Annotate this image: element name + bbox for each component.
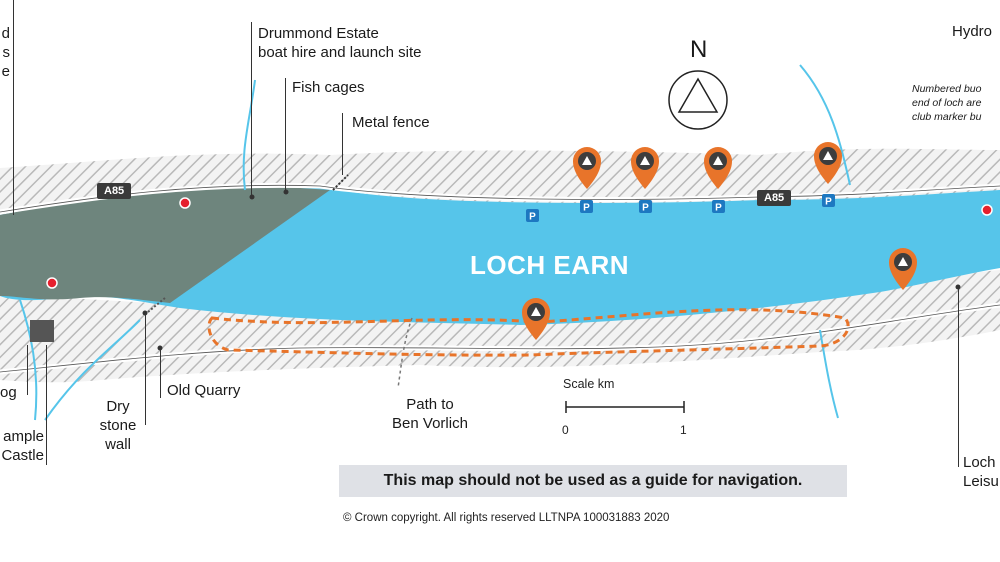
leader-line xyxy=(27,345,28,395)
buoy-icon xyxy=(179,197,191,209)
stream xyxy=(242,79,256,191)
scale-end: 1 xyxy=(680,423,687,437)
drummond-estate-label: Drummond Estate boat hire and launch sit… xyxy=(258,25,422,61)
scale-bar xyxy=(565,401,685,413)
parking-label: P xyxy=(583,203,590,214)
leader-line xyxy=(160,348,161,398)
loch-leisure-label: Loch Leisu xyxy=(963,454,999,490)
south-shore-hatch xyxy=(0,270,1000,383)
leader-line xyxy=(342,113,343,175)
compass-arrow-icon xyxy=(677,77,719,113)
metal-fence-label: Metal fence xyxy=(352,114,430,131)
old-quarry-label: Old Quarry xyxy=(167,382,241,399)
parking-label: P xyxy=(529,212,536,223)
hydro-label: Hydro xyxy=(952,23,993,40)
fish-cages-label: Fish cages xyxy=(292,79,365,96)
path-ben-vorlich-label: Path to Ben Vorlich xyxy=(392,396,468,432)
road-tag-a85: A85 xyxy=(757,190,792,206)
campsite-icon xyxy=(704,147,732,189)
campsite-icon xyxy=(889,248,917,290)
parking-markers: P P P P P xyxy=(526,194,835,223)
parking-icon xyxy=(639,200,652,213)
parking-icon xyxy=(712,200,725,213)
footpath-loop xyxy=(207,308,850,357)
stream xyxy=(44,319,141,421)
parking-icon xyxy=(526,209,539,222)
parking-label: P xyxy=(715,203,722,214)
parking-label: P xyxy=(642,203,649,214)
leader-line xyxy=(251,22,252,197)
leader-line xyxy=(46,345,47,465)
buoy-icon xyxy=(981,204,993,216)
leader-line xyxy=(285,78,286,192)
metal-fence xyxy=(332,174,349,191)
leader-dot xyxy=(249,194,255,200)
dry-stone-wall-label: Dry stone wall xyxy=(99,398,137,453)
castle-label: ample Castle xyxy=(1,428,44,464)
compass-rose xyxy=(668,70,728,130)
stream xyxy=(19,299,38,421)
campsite-icon xyxy=(522,298,550,340)
og-label: og xyxy=(0,384,17,401)
campsite-icon xyxy=(573,147,601,189)
buoy-note: Numbered buo end of loch are club marker… xyxy=(912,83,982,123)
restricted-zone xyxy=(0,184,330,303)
loch-title: LOCH EARN xyxy=(470,250,630,280)
compass-north-label: N xyxy=(690,36,708,63)
road-tag-a85: A85 xyxy=(97,183,132,199)
leader-line xyxy=(958,287,959,467)
campsite-markers xyxy=(522,142,917,340)
leader-line xyxy=(13,0,14,215)
castle-icon xyxy=(30,320,54,342)
scale-title: Scale km xyxy=(563,377,615,391)
parking-label: P xyxy=(825,197,832,208)
parking-icon xyxy=(580,200,593,213)
ben-vorlich-path xyxy=(397,317,413,389)
stream xyxy=(799,64,851,186)
stream xyxy=(819,329,839,419)
leader-dot xyxy=(283,189,289,195)
scale-start: 0 xyxy=(562,423,569,437)
parking-icon xyxy=(822,194,835,207)
navigation-warning: This map should not be used as a guide f… xyxy=(339,465,847,497)
campsite-icon xyxy=(814,142,842,184)
campsite-icon xyxy=(631,147,659,189)
partial-label-top-left: d s e xyxy=(1,25,10,80)
copyright-notice: © Crown copyright. All rights reserved L… xyxy=(343,512,670,524)
leader-line xyxy=(145,313,146,425)
buoy-icon xyxy=(46,277,58,289)
